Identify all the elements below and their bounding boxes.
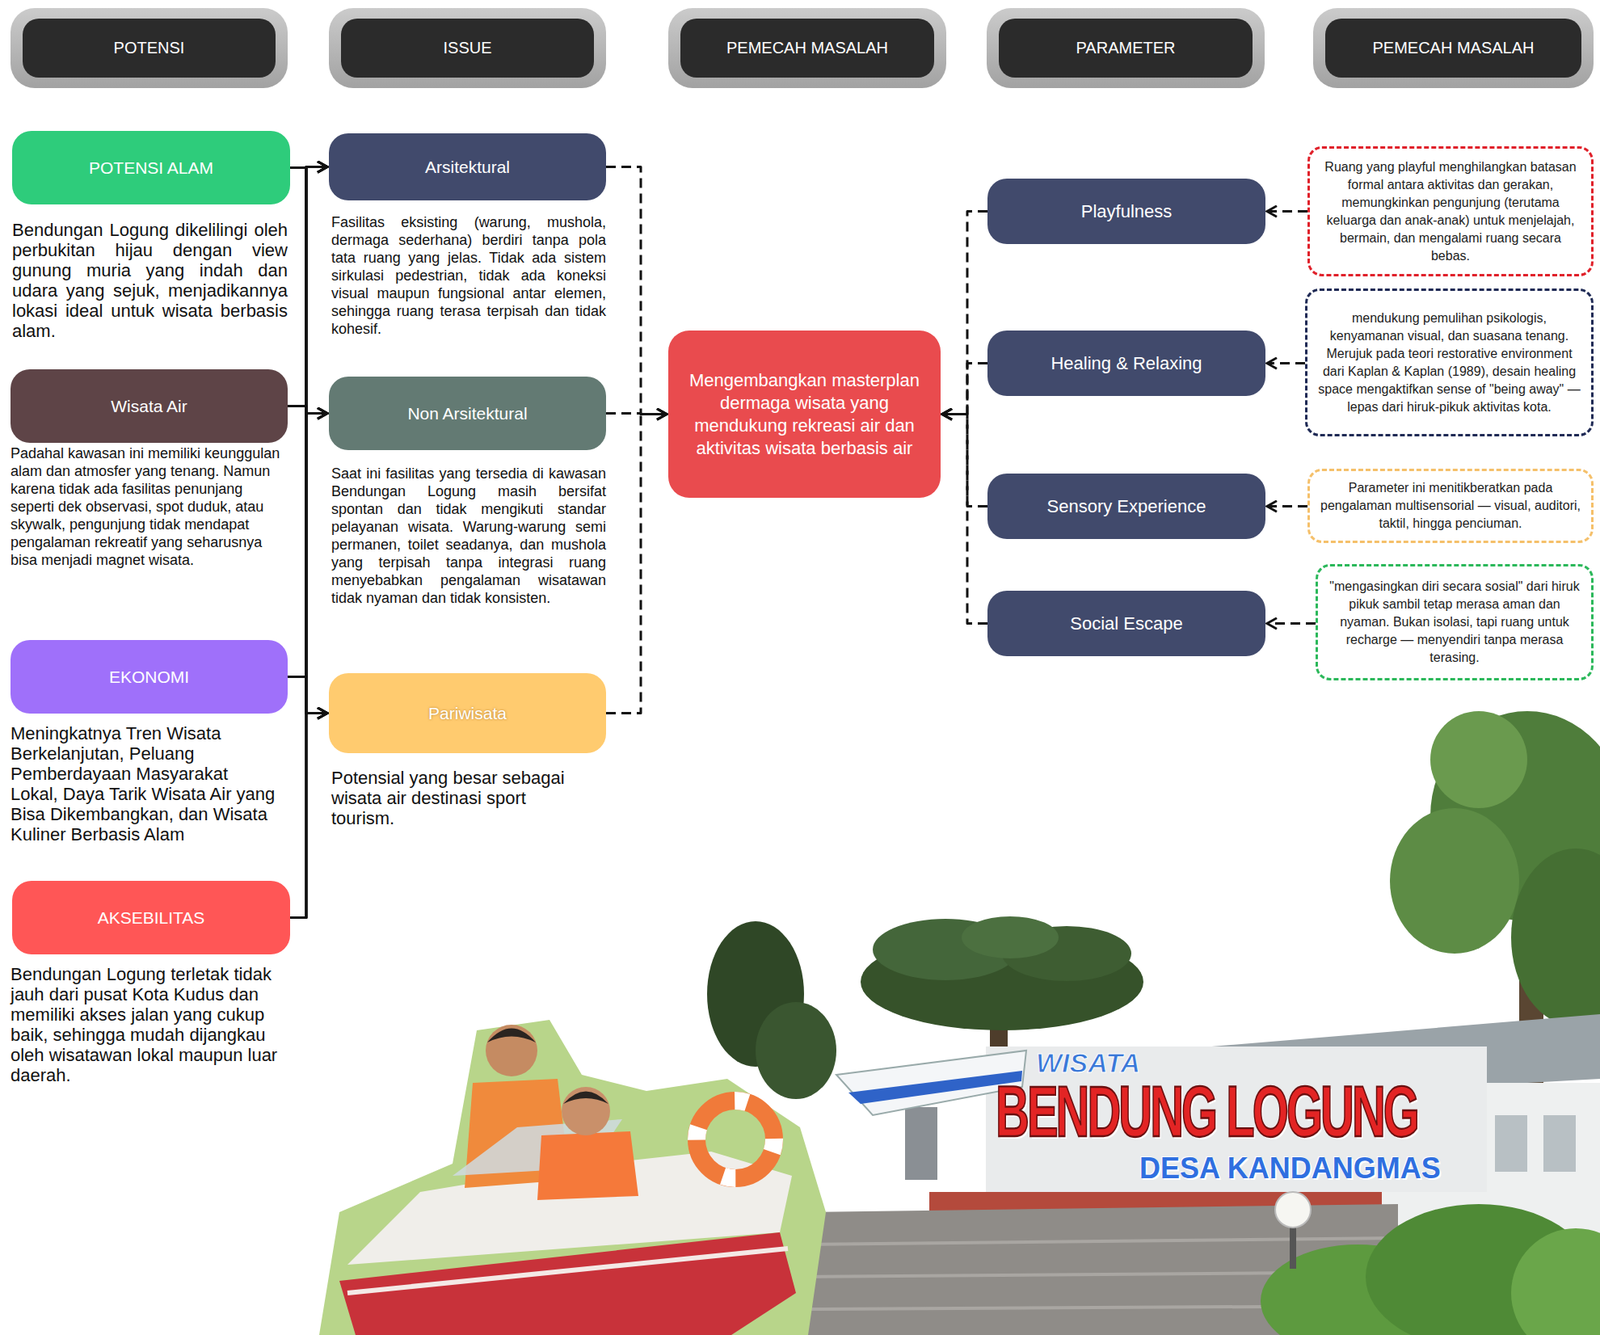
node-text: Social Escape bbox=[1069, 612, 1183, 635]
node-text: Wisata Air bbox=[110, 395, 188, 417]
life-ring bbox=[696, 1100, 775, 1179]
sign-text: BENDUNG LOGUNG bbox=[995, 1074, 1418, 1148]
node-text: Playfulness bbox=[1081, 200, 1173, 223]
connector bbox=[942, 414, 988, 507]
body-text: Saat ini fasilitas yang tersedia di kawa… bbox=[331, 464, 607, 607]
pedestal bbox=[905, 1107, 938, 1180]
node-text: Healing & Relaxing bbox=[1050, 352, 1202, 375]
node-text: AKSEBILITAS bbox=[97, 907, 206, 929]
node-text: ISSUE bbox=[341, 18, 594, 78]
lamp-globe bbox=[1275, 1191, 1311, 1228]
connector bbox=[1267, 210, 1308, 213]
goal-box: Mengembangkan masterplan dermaga wisata … bbox=[668, 330, 941, 498]
lamp bbox=[1275, 1191, 1311, 1269]
sticker-outline bbox=[319, 1019, 826, 1335]
category-box: EKONOMI bbox=[10, 640, 288, 714]
node-text: PEMECAH MASALAH bbox=[1325, 18, 1582, 78]
connector bbox=[290, 168, 328, 714]
connector bbox=[606, 413, 667, 415]
node-text: Ruang yang playful menghilangkan batasan… bbox=[1319, 158, 1582, 266]
node-text: mendukung pemulihan psikologis, kenyaman… bbox=[1317, 309, 1582, 417]
foliage bbox=[961, 916, 1059, 959]
node-text: "mengasingkan diri secara sosial" dari h… bbox=[1327, 577, 1582, 667]
category-box: Wisata Air bbox=[10, 369, 288, 443]
connector bbox=[1267, 622, 1316, 625]
header-box: PEMECAH MASALAH bbox=[668, 8, 947, 89]
node-text: Pariwisata bbox=[428, 703, 507, 725]
connector bbox=[1267, 505, 1308, 508]
body-text: Fasilitas eksisting (warung, mushola, de… bbox=[331, 213, 607, 338]
boat-hull bbox=[339, 1232, 796, 1335]
header-box: PEMECAH MASALAH bbox=[1313, 8, 1594, 89]
window bbox=[1494, 1115, 1528, 1172]
body-text: Bendungan Logung dikelilingi oleh perbuk… bbox=[12, 219, 288, 342]
person-vest bbox=[537, 1131, 639, 1200]
header-box: PARAMETER bbox=[986, 8, 1265, 89]
node-text: POTENSI ALAM bbox=[88, 157, 214, 179]
person-head bbox=[485, 1024, 538, 1077]
category-box: Pariwisata bbox=[328, 673, 607, 754]
connector bbox=[606, 167, 667, 415]
parameter-box: Playfulness bbox=[987, 178, 1266, 245]
parameter-box: Social Escape bbox=[987, 590, 1266, 657]
node-text: Sensory Experience bbox=[1047, 495, 1207, 518]
connector bbox=[942, 211, 988, 415]
person-hair bbox=[563, 1091, 609, 1105]
tree-left bbox=[860, 916, 1144, 1059]
body-text: Potensial yang besar sebagai wisata air … bbox=[331, 767, 590, 829]
category-box: POTENSI ALAM bbox=[12, 130, 291, 205]
hedge bbox=[1260, 1204, 1600, 1335]
parameter-box: Healing & Relaxing bbox=[987, 330, 1266, 396]
foliage bbox=[1511, 848, 1600, 1027]
brick-line bbox=[804, 1237, 1398, 1245]
tree-dark-left bbox=[707, 921, 837, 1099]
connector bbox=[942, 414, 988, 624]
sign-text: DESA KANDANGMAS bbox=[1139, 1153, 1441, 1184]
node-text: Arsitektural bbox=[425, 156, 510, 178]
person-hair bbox=[487, 1028, 536, 1044]
node-text: EKONOMI bbox=[109, 666, 190, 688]
life-ring-band bbox=[696, 1100, 775, 1179]
node-text: Mengembangkan masterplan dermaga wisata … bbox=[676, 369, 933, 460]
node-text: PEMECAH MASALAH bbox=[680, 18, 935, 78]
category-box: Arsitektural bbox=[328, 133, 607, 201]
note-box: Ruang yang playful menghilangkan batasan… bbox=[1307, 146, 1594, 277]
connector bbox=[290, 413, 328, 918]
connector bbox=[942, 363, 988, 415]
parameter-box: Sensory Experience bbox=[987, 473, 1266, 539]
header-box: POTENSI bbox=[10, 8, 288, 89]
sign-text: WISATA bbox=[1035, 1048, 1141, 1077]
connector bbox=[290, 168, 328, 414]
window bbox=[1543, 1115, 1576, 1172]
body-text: Padahal kawasan ini memiliki keunggulan … bbox=[10, 444, 286, 569]
connector bbox=[606, 414, 667, 714]
shrub bbox=[1511, 1228, 1600, 1335]
foliage bbox=[755, 1002, 837, 1099]
hull-stripe bbox=[347, 1248, 788, 1293]
note-box: "mengasingkan diri secara sosial" dari h… bbox=[1315, 564, 1594, 681]
speedboat bbox=[319, 1019, 826, 1335]
node-text: POTENSI bbox=[22, 18, 276, 78]
foliage bbox=[1389, 808, 1520, 954]
node-text: Non Arsitektural bbox=[407, 403, 527, 425]
connector bbox=[290, 713, 328, 918]
category-box: AKSEBILITAS bbox=[12, 880, 291, 955]
body-text: Bendungan Logung terletak tidak jauh dar… bbox=[10, 964, 282, 1086]
note-box: mendukung pemulihan psikologis, kenyaman… bbox=[1305, 288, 1594, 437]
note-box: Parameter ini menitikberatkan pada penga… bbox=[1307, 468, 1594, 544]
sign-backdrop bbox=[985, 1046, 1487, 1192]
node-text: Parameter ini menitikberatkan pada penga… bbox=[1319, 479, 1582, 533]
body-text: Meningkatnya Tren Wisata Berkelanjutan, … bbox=[10, 723, 278, 845]
foliage bbox=[1430, 711, 1528, 809]
category-box: Non Arsitektural bbox=[328, 376, 607, 451]
connector bbox=[1267, 362, 1306, 365]
header-box: ISSUE bbox=[328, 8, 607, 89]
connector bbox=[290, 167, 328, 918]
node-text: PARAMETER bbox=[998, 18, 1253, 78]
person-head bbox=[561, 1086, 611, 1136]
